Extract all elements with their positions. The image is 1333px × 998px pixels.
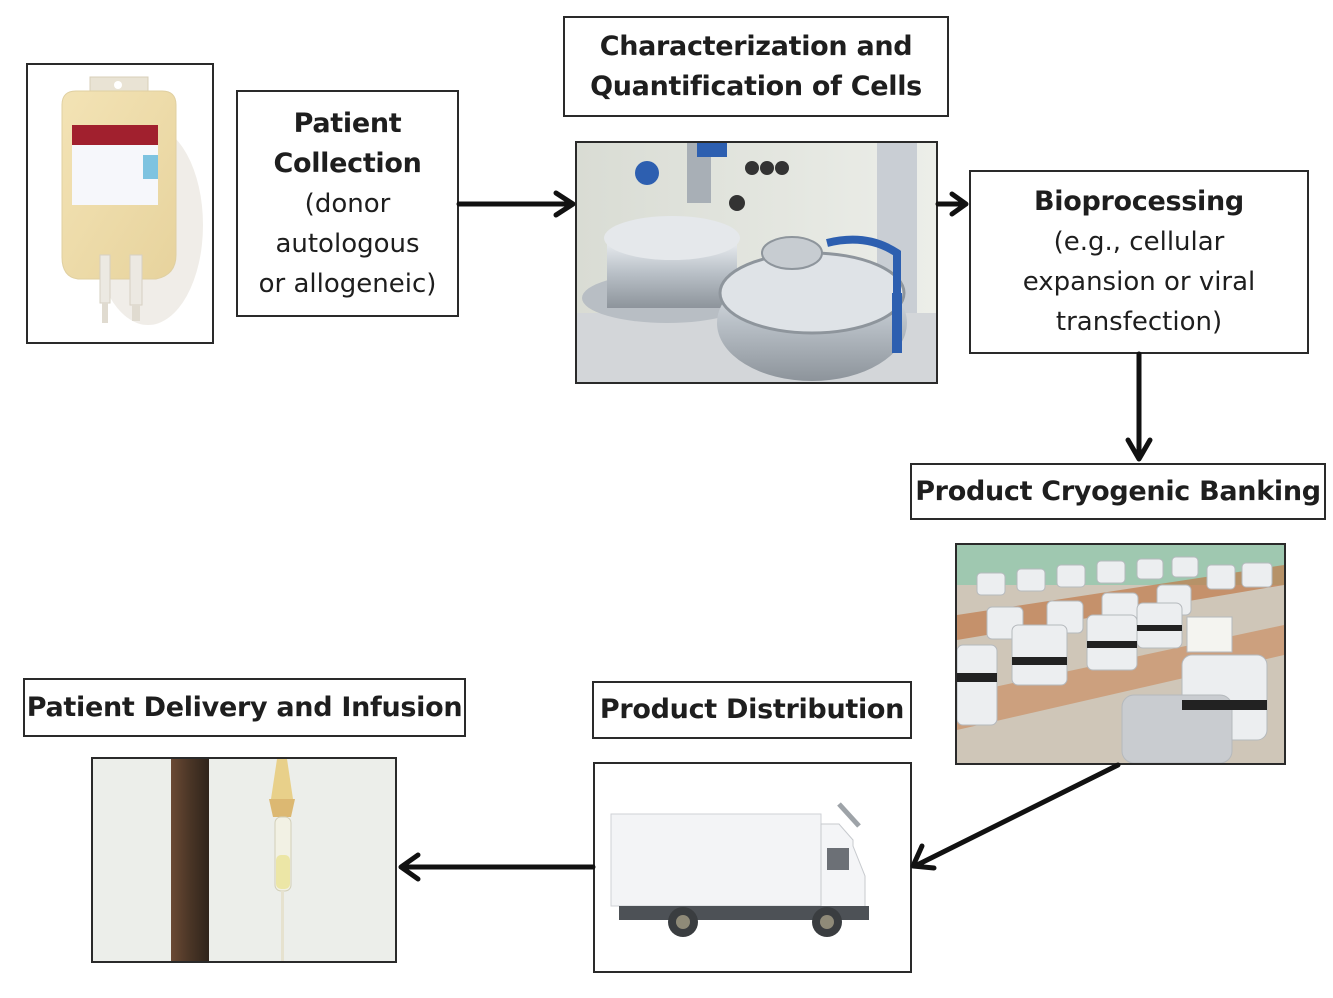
- delivery-truck-icon: [595, 764, 910, 971]
- cryogenic-banking-label: Product Cryogenic Banking: [915, 475, 1321, 507]
- cryogenic-tanks-icon: [957, 545, 1284, 763]
- cryogenic-tanks-photo: [955, 543, 1286, 765]
- bioreactor-icon: [577, 143, 936, 382]
- bioprocessing-detail-1: (e.g., cellular: [1053, 227, 1225, 257]
- bioprocessing-detail-3: transfection): [1055, 307, 1223, 337]
- characterization-box: Characterization and Quantification of C…: [563, 16, 949, 117]
- arrow-banking-to-distribution: [910, 762, 1121, 871]
- arrow-characterization-to-bioprocessing: [935, 191, 969, 217]
- patient-collection-box: Patient Collection (donor autologous or …: [236, 90, 459, 317]
- bioprocessing-detail-2: expansion or viral: [1022, 267, 1256, 297]
- characterization-line-1: Characterization and: [599, 30, 913, 62]
- patient-delivery-label: Patient Delivery and Infusion: [26, 691, 463, 723]
- delivery-truck-photo: [593, 762, 912, 973]
- arrow-bioprocessing-to-banking: [1125, 351, 1153, 462]
- bioprocessing-box: Bioprocessing (e.g., cellular expansion …: [969, 170, 1309, 354]
- product-distribution-label: Product Distribution: [599, 694, 905, 725]
- iv-drip-photo: [91, 757, 397, 963]
- patient-collection-detail-2: autologous: [275, 228, 420, 259]
- arrow-collection-to-characterization: [456, 190, 576, 218]
- bioreactor-photo: [575, 141, 938, 384]
- arrow-distribution-to-delivery: [398, 852, 596, 882]
- patient-collection-detail-3: or allogeneic): [258, 268, 437, 299]
- characterization-line-2: Quantification of Cells: [590, 70, 922, 102]
- cryogenic-banking-box: Product Cryogenic Banking: [910, 463, 1326, 520]
- patient-collection-detail-1: (donor: [304, 188, 391, 219]
- patient-delivery-box: Patient Delivery and Infusion: [23, 678, 466, 737]
- patient-collection-title-1: Patient: [293, 107, 402, 139]
- bioprocessing-title: Bioprocessing: [1034, 186, 1244, 217]
- patient-collection-title-2: Collection: [273, 147, 422, 179]
- blood-bag-photo: [26, 63, 214, 344]
- iv-drip-icon: [93, 759, 395, 961]
- blood-bag-icon: [61, 76, 203, 325]
- product-distribution-box: Product Distribution: [592, 681, 912, 739]
